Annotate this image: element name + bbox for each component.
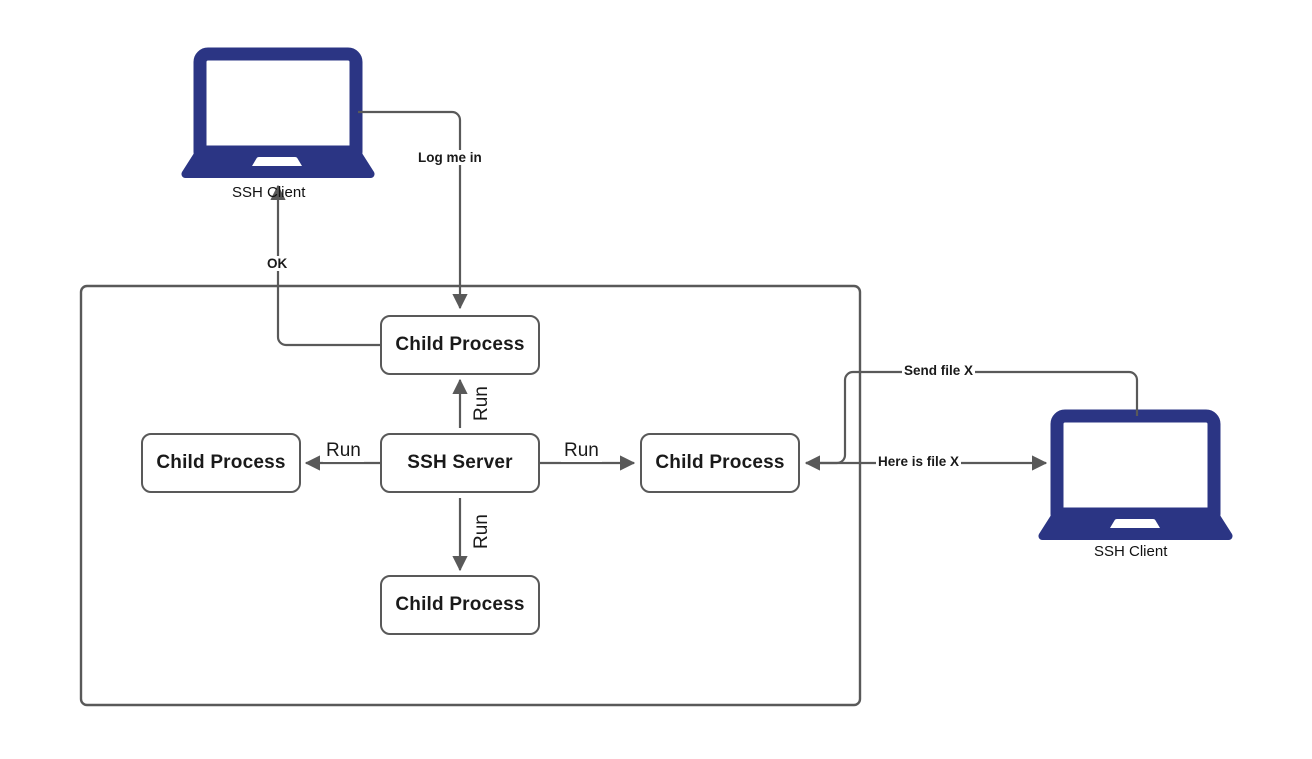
edge-label-log-me-in: Log me in bbox=[416, 150, 484, 165]
edge-label-run-up: Run bbox=[471, 384, 493, 424]
node-child-process-bottom[interactable]: Child Process bbox=[380, 575, 540, 635]
node-child-process-right[interactable]: Child Process bbox=[640, 433, 800, 493]
laptop-caption-text: SSH Client bbox=[232, 184, 306, 201]
connector-log-me-in bbox=[358, 110, 468, 310]
ssh-client-laptop-top-left-graphic bbox=[181, 47, 375, 178]
laptop-caption-right: SSH Client bbox=[1094, 543, 1167, 560]
edge-label-run-right: Run bbox=[561, 440, 602, 462]
node-label: Child Process bbox=[395, 334, 525, 355]
laptop-caption-top-left: SSH Client bbox=[232, 184, 305, 201]
node-label: SSH Server bbox=[407, 452, 513, 473]
ssh-client-laptop-right-graphic bbox=[1038, 409, 1233, 540]
laptop-caption-text: SSH Client bbox=[1094, 543, 1168, 560]
edge-label-run-down: Run bbox=[471, 512, 493, 552]
connector-ok bbox=[270, 184, 380, 347]
edge-label-here-is-file-x: Here is file X bbox=[876, 454, 962, 469]
edge-label-text: Send file X bbox=[904, 363, 974, 378]
edge-label-text: Here is file X bbox=[878, 454, 960, 469]
node-child-process-left[interactable]: Child Process bbox=[141, 433, 301, 493]
edge-label-text: Run bbox=[471, 386, 492, 421]
edge-label-ok: OK bbox=[265, 256, 290, 271]
edge-label-send-file-x: Send file X bbox=[902, 363, 976, 378]
edge-label-run-left: Run bbox=[323, 440, 364, 462]
edge-label-text: Log me in bbox=[418, 150, 482, 165]
node-label: Child Process bbox=[655, 452, 785, 473]
node-child-process-top[interactable]: Child Process bbox=[380, 315, 540, 375]
edge-label-text: OK bbox=[267, 256, 288, 271]
edge-label-text: Run bbox=[326, 440, 361, 461]
host-boundary-rect bbox=[79, 284, 862, 707]
edge-label-text: Run bbox=[471, 514, 492, 549]
connector-send-file-x bbox=[804, 370, 1139, 471]
node-label: Child Process bbox=[395, 594, 525, 615]
node-label: Child Process bbox=[156, 452, 286, 473]
node-ssh-server[interactable]: SSH Server bbox=[380, 433, 540, 493]
edge-label-text: Run bbox=[564, 440, 599, 461]
